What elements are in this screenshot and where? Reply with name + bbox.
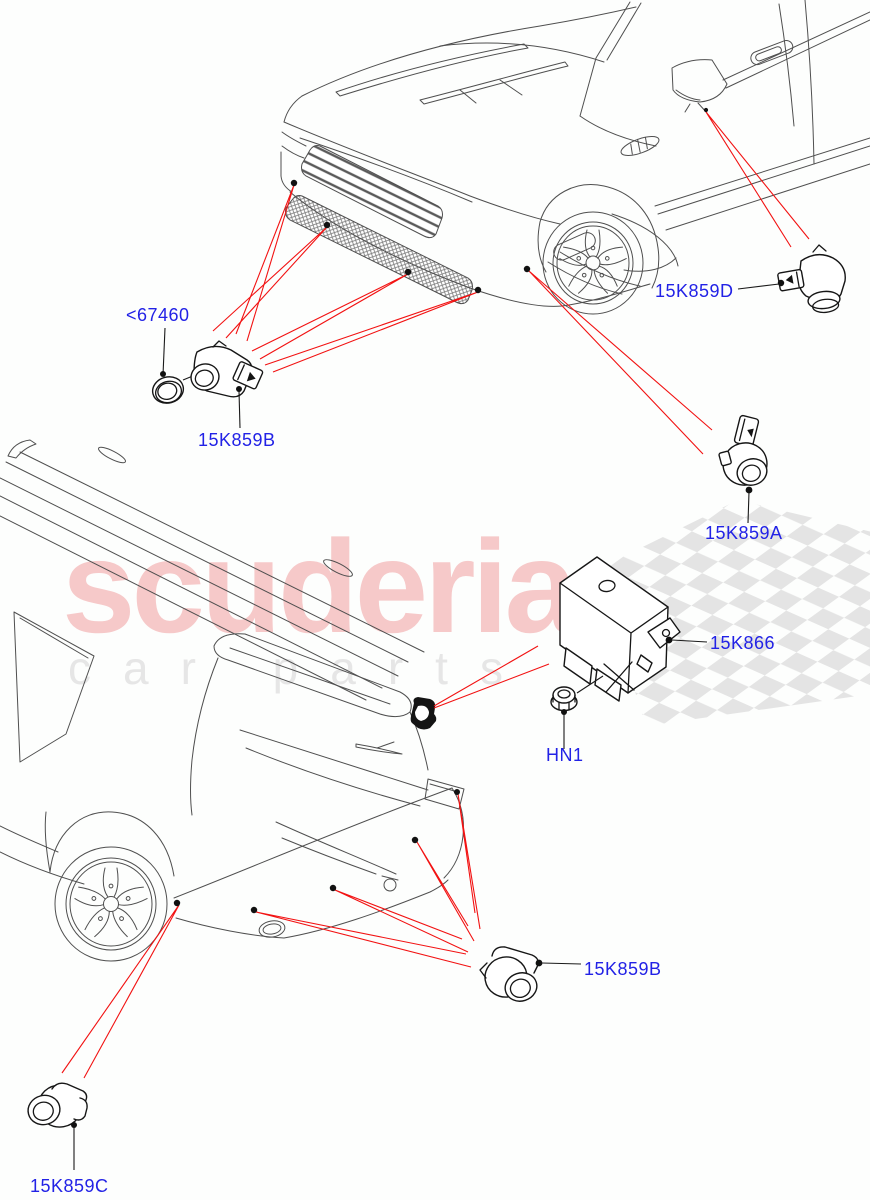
part-label-module-nut[interactable]: HN1 [546,745,584,765]
rear-wiper [355,741,403,755]
windshield-wipers [335,43,569,105]
license-recess [275,821,397,875]
sensor-location-dots [173,107,709,914]
leader-lines-tailgate-module [433,645,550,709]
part-label-corner-sensor[interactable]: 15K859A [705,523,783,543]
rear-vehicle-illustration [0,439,465,962]
part-label-front-sensor[interactable]: 15K859B [198,430,276,450]
rear-wheel [54,846,168,962]
leader-lines-front-bumper [212,184,713,455]
watermark-tagline-text: car parts [68,642,535,694]
door-beltline [722,11,870,89]
door-mirror [671,59,728,114]
fender-vent [620,136,660,156]
roof-and-rails [0,446,425,701]
control-module-part [559,556,708,702]
rear-wheel-arch [49,811,175,877]
front-wheel-arch [539,184,659,249]
leader-lines-side-mirror [705,111,810,248]
door-shut-line [778,3,795,127]
rear-sensor-part [479,946,582,1002]
quarter-window [13,611,95,763]
exhaust-tip [258,920,286,938]
leader-lines-rear-bumper [61,793,481,1079]
front-grille [301,145,443,239]
tail-lamp [424,778,465,810]
door-sill-line [654,137,870,231]
part-label-rear-corner-sensor[interactable]: 15K859C [30,1176,109,1196]
part-label-side-sensor[interactable]: 15K859D [655,281,734,301]
front-wheel [542,211,644,315]
rear-corner-sensor-part [27,1082,88,1170]
module-nut-part [550,686,578,749]
tow-hitch [381,875,399,892]
corner-sensor-part [718,414,768,524]
door-handle [750,39,794,66]
checkered-flag-watermark [596,500,870,726]
fog-lamp-area [547,213,679,295]
windshield-base-line [439,42,605,63]
part-label-control-module[interactable]: 15K866 [710,633,775,653]
side-sensor-part [737,244,846,314]
rear-bumper-top-line [173,787,453,899]
tailgate-bracket-part [410,697,437,730]
part-label-front-grommet[interactable]: <67460 [126,305,190,325]
part-label-rear-sensor[interactable]: 15K859B [584,959,662,979]
watermark-brand-text: scuderia [62,513,580,660]
front-sensor-part [190,340,264,429]
roof-antenna-fin [7,439,37,459]
front-vehicle-illustration [280,0,870,315]
